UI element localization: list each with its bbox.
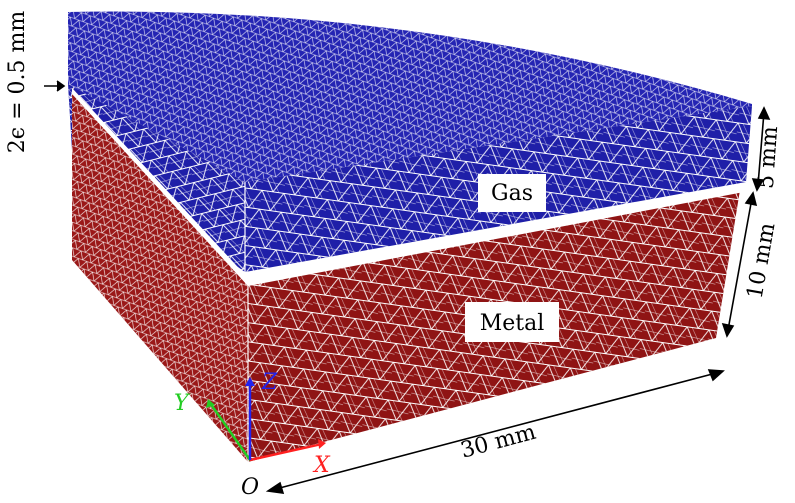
length-arrow <box>265 369 725 494</box>
metal-thickness-label: 10 mm <box>743 221 781 301</box>
gas-thickness-label: 5 mm <box>754 125 783 189</box>
y-axis <box>206 399 251 461</box>
axis-z-label: Z <box>261 370 278 395</box>
axis-y-label: Y <box>174 391 191 416</box>
metal-label-box: Metal <box>465 302 559 342</box>
gap-label: 2ϵ = 0.5 mm <box>5 11 30 154</box>
axis-x-label: X <box>312 453 331 478</box>
length-label: 30 mm <box>458 420 539 464</box>
x-axis <box>249 439 326 462</box>
z-axis <box>245 377 255 460</box>
gap-arrow <box>44 80 66 92</box>
gas-label-box: Gas <box>478 174 546 212</box>
metal-label: Metal <box>480 311 545 336</box>
gas-thickness-arrow <box>751 106 771 192</box>
origin-label: O <box>241 475 259 500</box>
axes: X Y Z O <box>174 370 331 500</box>
metal-thickness-arrow <box>721 191 758 338</box>
gas-label: Gas <box>491 181 533 206</box>
